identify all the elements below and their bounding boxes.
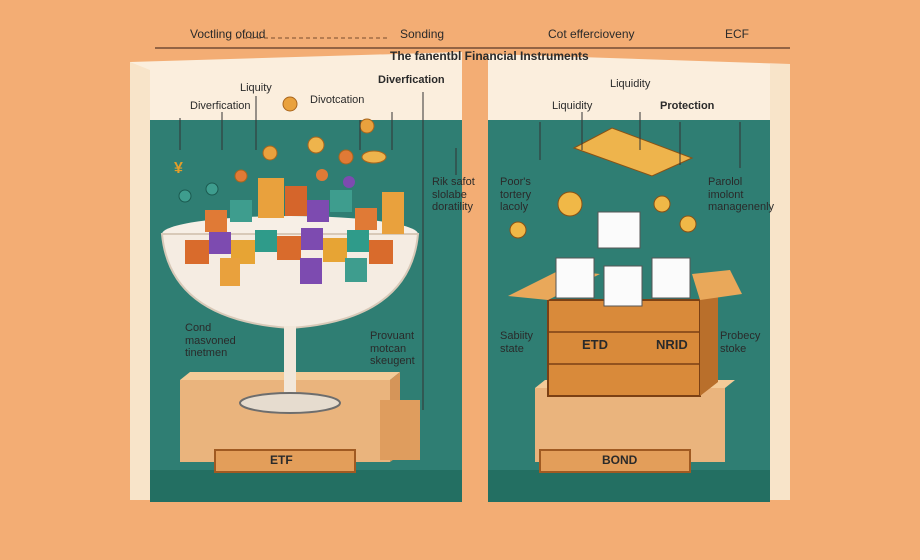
bond-label-stability: Sabiity state bbox=[500, 330, 534, 355]
etf-label-risk: Rik safot slolabe doratility bbox=[432, 176, 475, 214]
bond-label-parolol: Parolol imolont managenenly bbox=[708, 176, 775, 214]
bond-label-protection: Protection bbox=[660, 100, 715, 112]
etf-label-liquity: Liquity bbox=[240, 82, 272, 94]
etf-label-diverfication-top: Diverfication bbox=[378, 74, 445, 86]
bond-plinth-label: BOND bbox=[602, 453, 638, 467]
page-title: The fanentbl Financial Instruments bbox=[390, 49, 589, 63]
header-mid-label: Sonding bbox=[400, 27, 445, 41]
etf-label-divotcation: Divotcation bbox=[310, 94, 365, 106]
bond-crate-right-label: NRID bbox=[656, 337, 688, 352]
bond-label-liquidity: Liquidity bbox=[610, 78, 651, 90]
bond-label-poors: Poor's tortery lacoly bbox=[500, 176, 532, 214]
etf-label-provuant: Provuant motcan skeugent bbox=[370, 330, 415, 368]
etf-label-diverification: Diverfication bbox=[190, 100, 251, 112]
bond-panel bbox=[488, 54, 790, 502]
header-far-right-label: ECF bbox=[725, 27, 749, 41]
header-right-label: Cot effercioveny bbox=[548, 27, 635, 41]
bond-crate-left-label: ETD bbox=[582, 337, 608, 352]
etf-panel bbox=[130, 52, 462, 502]
bond-label-liquidity-2: Liquidity bbox=[552, 100, 593, 112]
etf-label-cond: Cond masvoned tinetmen bbox=[185, 322, 236, 360]
yen-icon: ¥ bbox=[174, 160, 183, 177]
bond-label-probecy: Probecy stoke bbox=[720, 330, 761, 355]
header-left-label: Voctling ofoud bbox=[190, 27, 266, 41]
etf-plinth-label: ETF bbox=[270, 453, 293, 467]
